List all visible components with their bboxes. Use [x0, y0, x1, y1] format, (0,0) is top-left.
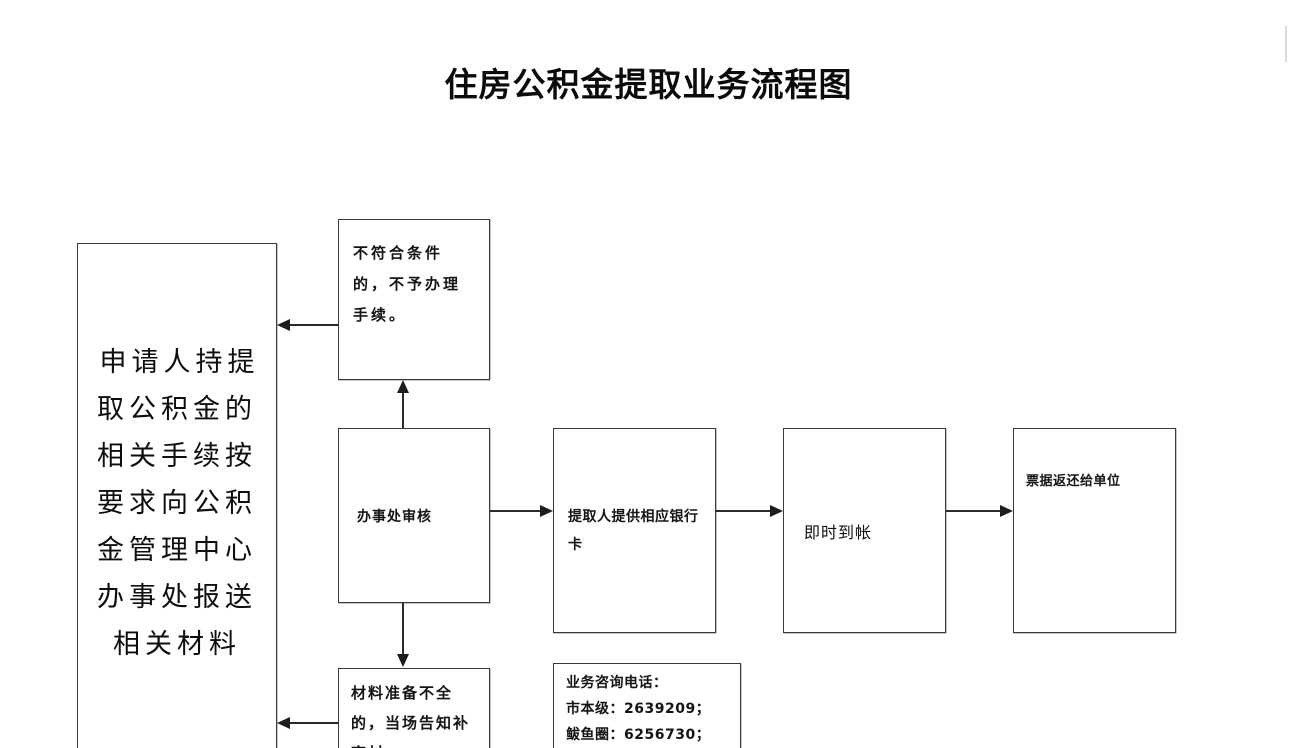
flow-node-receipt-returned[interactable]: 票据返还给单位 — [1013, 428, 1176, 633]
flow-node-office-review[interactable]: 办事处审核 — [338, 428, 490, 603]
edge-bankcard-to-instant-line — [716, 510, 771, 512]
flow-node-instant-arrival[interactable]: 即时到帐 — [783, 428, 946, 633]
edge-review-to-bankcard-arrowhead — [540, 505, 553, 517]
flow-node-label: 办事处审核 — [357, 508, 432, 525]
edge-review-to-incomplete-line — [402, 603, 404, 656]
edge-reject-to-apply-arrowhead — [277, 319, 290, 331]
edge-reject-to-apply-line — [289, 324, 339, 326]
flow-node-label: 票据返还给单位 — [1026, 474, 1121, 489]
edge-review-to-incomplete-arrowhead — [397, 654, 409, 667]
edge-review-to-reject-line — [402, 392, 404, 428]
flow-node-label: 材料准备不全的，当场告知补齐材 — [351, 684, 471, 748]
flow-node-label: 不符合条件的，不予办理手续。 — [353, 244, 462, 324]
edge-incomplete-to-apply-arrowhead — [277, 717, 290, 729]
flow-node-label: 申请人持提取公积金的相关手续按要求向公积金管理中心办事处报送相关材料 — [97, 346, 260, 660]
contact-info-text: 业务咨询电话： 市本级：2639209； 鲅鱼圈：6256730； — [554, 664, 740, 748]
edge-instant-to-receipt-arrowhead — [1000, 505, 1013, 517]
contact-line-bayuquan: 鲅鱼圈：6256730； — [566, 727, 711, 743]
flow-node-not-eligible[interactable]: 不符合条件的，不予办理手续。 — [338, 219, 490, 380]
scan-artifact-mark — [1285, 26, 1287, 62]
edge-instant-to-receipt-line — [946, 510, 1001, 512]
flow-node-label: 即时到帐 — [804, 522, 873, 542]
edge-review-to-reject-arrowhead — [397, 380, 409, 393]
edge-incomplete-to-apply-line — [289, 722, 339, 724]
flow-node-applicant-submits-materials[interactable]: 申请人持提取公积金的相关手续按要求向公积金管理中心办事处报送相关材料 — [77, 243, 277, 748]
edge-bankcard-to-instant-arrowhead — [770, 505, 783, 517]
flow-node-provide-bank-card[interactable]: 提取人提供相应银行卡 — [553, 428, 716, 633]
flow-node-incomplete-materials[interactable]: 材料准备不全的，当场告知补齐材 — [338, 668, 490, 748]
edge-review-to-bankcard-line — [490, 510, 541, 512]
flow-node-label: 提取人提供相应银行卡 — [568, 508, 699, 553]
page-title: 住房公积金提取业务流程图 — [444, 65, 853, 104]
contact-line-city: 市本级：2639209； — [566, 701, 711, 717]
contact-info-box: 业务咨询电话： 市本级：2639209； 鲅鱼圈：6256730； — [553, 663, 741, 748]
contact-heading: 业务咨询电话： — [566, 675, 668, 691]
